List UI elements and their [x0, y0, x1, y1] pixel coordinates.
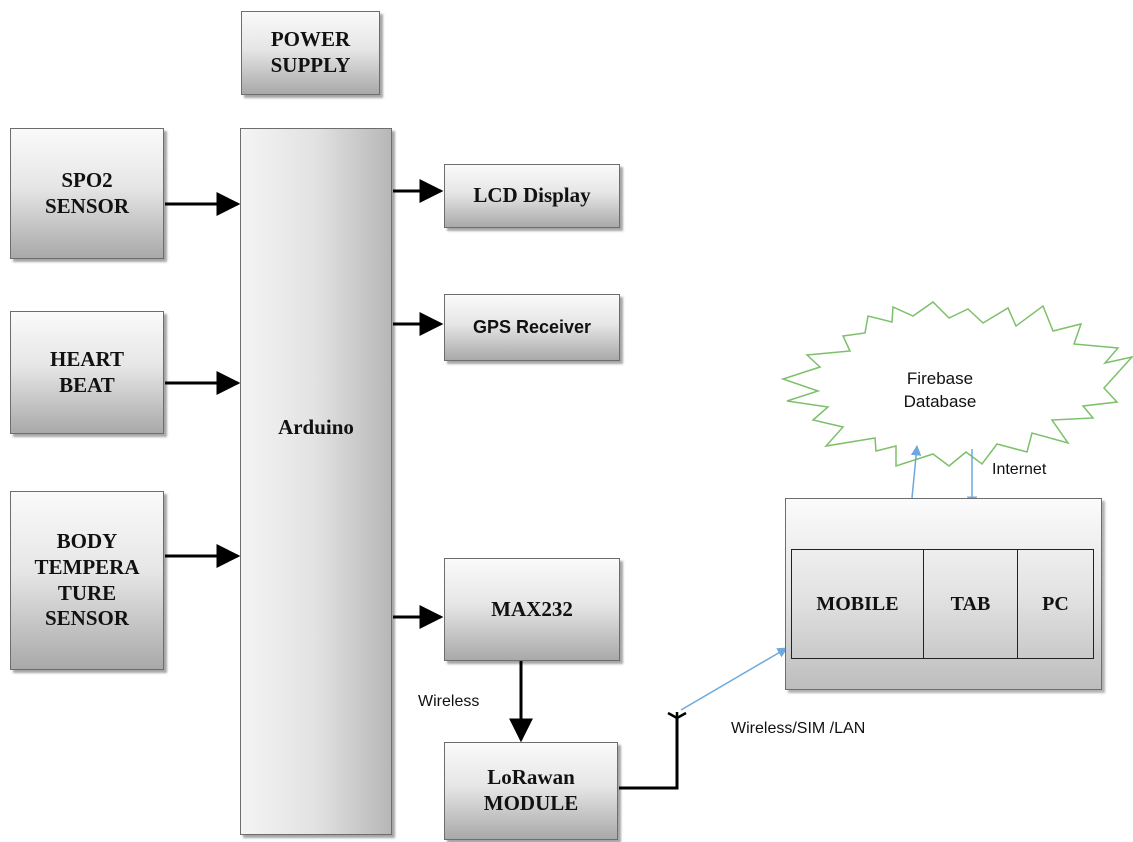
- max232-label: MAX232: [491, 596, 573, 621]
- lcd-display-block: LCD Display: [444, 164, 620, 228]
- antenna-icon: [667, 711, 687, 720]
- mobile-label: MOBILE: [816, 592, 899, 615]
- gps-receiver-block: GPS Receiver: [444, 294, 620, 361]
- heart-beat-block: HEART BEAT: [10, 311, 164, 434]
- tab-label: TAB: [950, 592, 991, 615]
- lorawan-module-label: LoRawan MODULE: [483, 765, 579, 815]
- internet-label: Internet: [992, 461, 1047, 478]
- tab-cell: TAB: [923, 549, 1018, 659]
- lorawan-to-antenna-line: [619, 718, 679, 790]
- arduino-block: Arduino: [240, 128, 392, 835]
- body-temperature-sensor-block: BODY TEMPERA TURE SENSOR: [10, 491, 164, 670]
- spo2-sensor-block: SPO2 SENSOR: [10, 128, 164, 259]
- max232-block: MAX232: [444, 558, 620, 661]
- pc-cell: PC: [1017, 549, 1094, 659]
- cloud-line-2: Database: [903, 391, 977, 411]
- lorawan-module-block: LoRawan MODULE: [444, 742, 618, 840]
- cloud-shape: [780, 301, 1133, 468]
- arrow-devices-to-cloud: [910, 444, 922, 499]
- gps-receiver-label: GPS Receiver: [472, 316, 592, 337]
- pc-label: PC: [1042, 592, 1069, 615]
- wireless-label: Wireless: [418, 693, 480, 710]
- arduino-label: Arduino: [278, 414, 354, 439]
- heart-beat-label: HEART BEAT: [50, 346, 124, 397]
- wireless-sim-lan-label: Wireless/SIM /LAN: [731, 720, 866, 737]
- spo2-sensor-label: SPO2 SENSOR: [44, 167, 130, 218]
- body-temperature-sensor-label: BODY TEMPERA TURE SENSOR: [34, 529, 140, 631]
- mobile-cell: MOBILE: [791, 549, 924, 659]
- lcd-display-label: LCD Display: [473, 183, 591, 208]
- arrow-antenna-to-devices: [680, 647, 788, 711]
- power-supply-block: POWER SUPPLY: [241, 11, 380, 95]
- firebase-database-cloud: Firebase Database: [880, 368, 1000, 414]
- cloud-line-1: Firebase: [906, 369, 974, 388]
- power-supply-label: POWER SUPPLY: [270, 27, 351, 77]
